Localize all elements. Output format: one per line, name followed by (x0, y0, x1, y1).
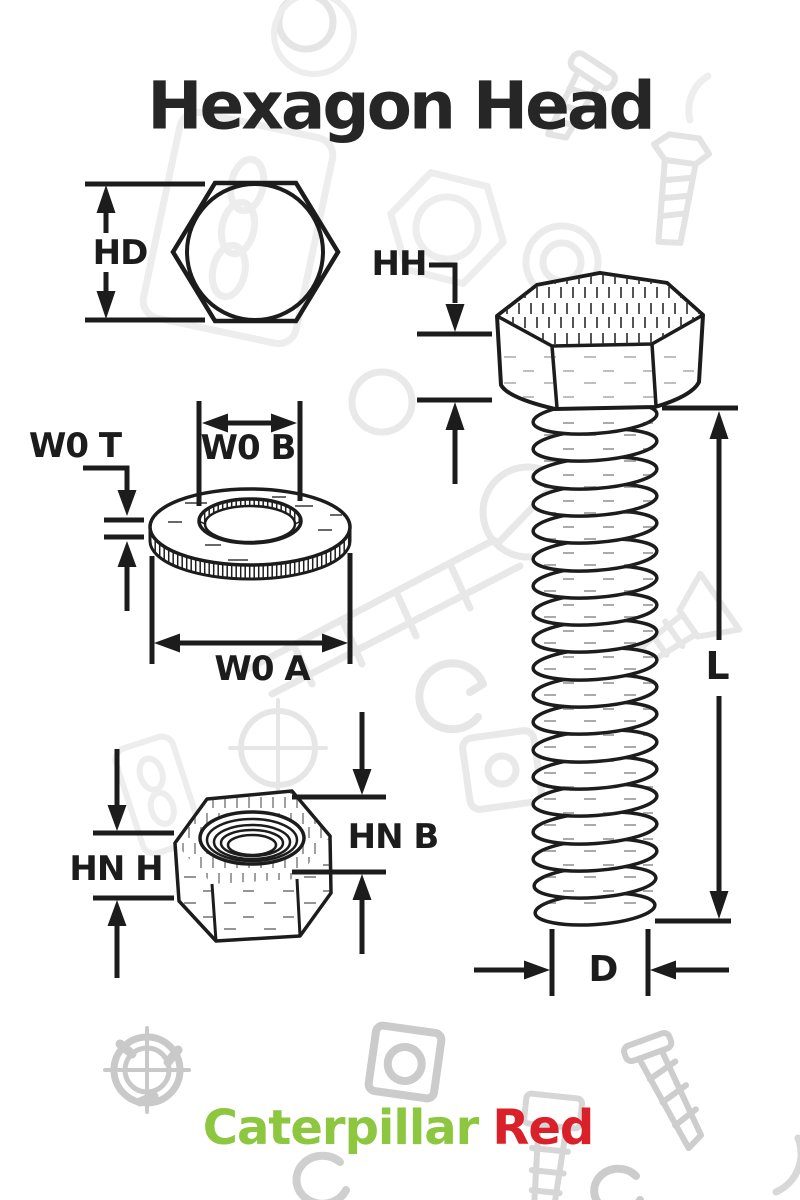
bolt-head (495, 271, 705, 411)
watermark-lock-washer-icon (415, 659, 487, 734)
label-nut-bore: HN B (347, 817, 440, 857)
w0t-dimension (83, 465, 144, 611)
d-dimension (474, 929, 729, 996)
hh-dimension (417, 262, 492, 484)
watermark-washer-icon (271, 0, 357, 77)
w0a-dimension (149, 553, 353, 664)
label-washer-outer: W0 A (214, 649, 310, 689)
label-head-height: HH (371, 244, 428, 284)
watermark-screw-icon (621, 1030, 704, 1152)
watermark-washer-icon (275, 0, 337, 53)
watermark-arc (772, 1134, 800, 1196)
dimension-lines (83, 181, 738, 996)
label-nut-height: HN H (69, 849, 163, 889)
watermark-bolt-icon (650, 131, 713, 246)
label-bolt-length: L (705, 644, 729, 688)
watermark-screw-icon (521, 1090, 586, 1200)
label-thread-diameter: D (588, 949, 619, 990)
hex-head-top-view (170, 180, 341, 324)
w0b-dimension (196, 401, 303, 506)
bolt-thread-texture (537, 414, 653, 906)
brand-text-secondary: Red (492, 1100, 594, 1156)
label-head-diameter: HD (92, 233, 149, 273)
watermark-fastener-collage (103, 0, 800, 1200)
watermark-target-icon (103, 1026, 191, 1114)
brand-text-primary: Caterpillar (202, 1100, 480, 1156)
hnh-dimension (93, 749, 174, 978)
page-title: Hexagon Head (147, 67, 655, 145)
flat-washer (148, 487, 352, 581)
watermark-square-washer-icon (364, 1021, 446, 1103)
hd-dimension (85, 181, 205, 323)
watermark-screw-icon (242, 463, 577, 698)
label-washer-thickness: W0 T (28, 426, 122, 466)
watermark-square-washer-icon (459, 727, 545, 813)
hex-head-bolt (495, 271, 705, 927)
watermark-target-icon (228, 698, 328, 798)
watermark-hook-icon (590, 1164, 644, 1200)
hnb-dimension (292, 712, 386, 954)
watermark-screw-icon (545, 50, 618, 141)
l-dimension (655, 405, 738, 924)
watermark-arc (685, 72, 712, 124)
label-washer-bore: W0 B (200, 428, 297, 468)
hex-nut (173, 789, 333, 943)
watermark-washer-icon (348, 368, 416, 436)
watermark-nut-icon (387, 168, 507, 288)
watermark-chain-icon (139, 108, 337, 348)
watermark-hook-icon (292, 1151, 350, 1200)
